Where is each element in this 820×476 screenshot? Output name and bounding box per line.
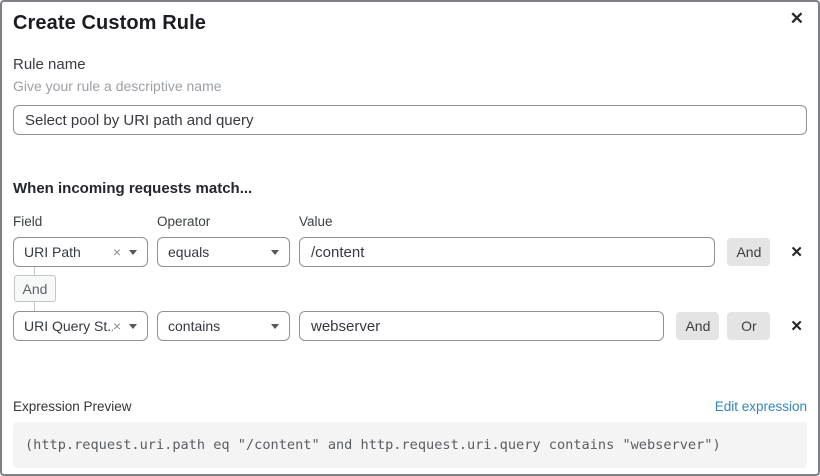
expression-preview-label: Expression Preview: [13, 399, 132, 414]
close-icon[interactable]: ✕: [789, 9, 804, 28]
condition-connector: And: [13, 267, 807, 311]
operator-select-value: contains: [168, 318, 221, 334]
condition-row: URI Path × equals And ✕: [13, 237, 807, 267]
clear-selection-icon[interactable]: ×: [112, 244, 121, 260]
expression-code: (http.request.uri.path eq "/content" and…: [25, 437, 721, 453]
remove-condition-icon[interactable]: ✕: [790, 317, 803, 335]
field-select[interactable]: URI Path ×: [13, 237, 148, 267]
add-and-condition-button[interactable]: And: [727, 238, 771, 266]
operator-select-value: equals: [168, 244, 210, 260]
condition-row: URI Query St... × contains And Or ✕: [13, 311, 807, 341]
operator-select[interactable]: contains: [157, 311, 290, 341]
chevron-down-icon: [271, 323, 279, 329]
rule-name-hint: Give your rule a descriptive name: [13, 78, 222, 94]
rule-name-input[interactable]: [13, 105, 807, 135]
condition-column-headers: Field Operator Value: [13, 214, 807, 229]
expression-preview-code-block: (http.request.uri.path eq "/content" and…: [13, 422, 807, 468]
operator-column-label: Operator: [157, 214, 211, 229]
rule-name-label: Rule name: [13, 56, 86, 73]
field-select-value: URI Query St...: [24, 318, 113, 334]
add-and-condition-button[interactable]: And: [676, 312, 720, 340]
expression-preview-header: Expression Preview Edit expression: [13, 399, 807, 414]
chevron-down-icon: [129, 323, 137, 329]
field-select[interactable]: URI Query St... ×: [13, 311, 148, 341]
chevron-down-icon: [271, 249, 279, 255]
field-select-value: URI Path: [24, 244, 81, 260]
connector-line: [34, 267, 35, 275]
and-connector-badge: And: [14, 275, 56, 302]
clear-selection-icon[interactable]: ×: [112, 318, 121, 334]
page-title: Create Custom Rule: [13, 12, 206, 34]
match-section-heading: When incoming requests match...: [13, 180, 253, 197]
field-column-label: Field: [13, 214, 43, 229]
chevron-down-icon: [129, 249, 137, 255]
value-input[interactable]: [299, 237, 716, 267]
value-column-label: Value: [299, 214, 333, 229]
remove-condition-icon[interactable]: ✕: [790, 243, 803, 261]
connector-line: [34, 302, 35, 311]
edit-expression-link[interactable]: Edit expression: [714, 399, 807, 414]
add-or-condition-button[interactable]: Or: [727, 312, 771, 340]
operator-select[interactable]: equals: [157, 237, 290, 267]
value-input[interactable]: [299, 311, 665, 341]
